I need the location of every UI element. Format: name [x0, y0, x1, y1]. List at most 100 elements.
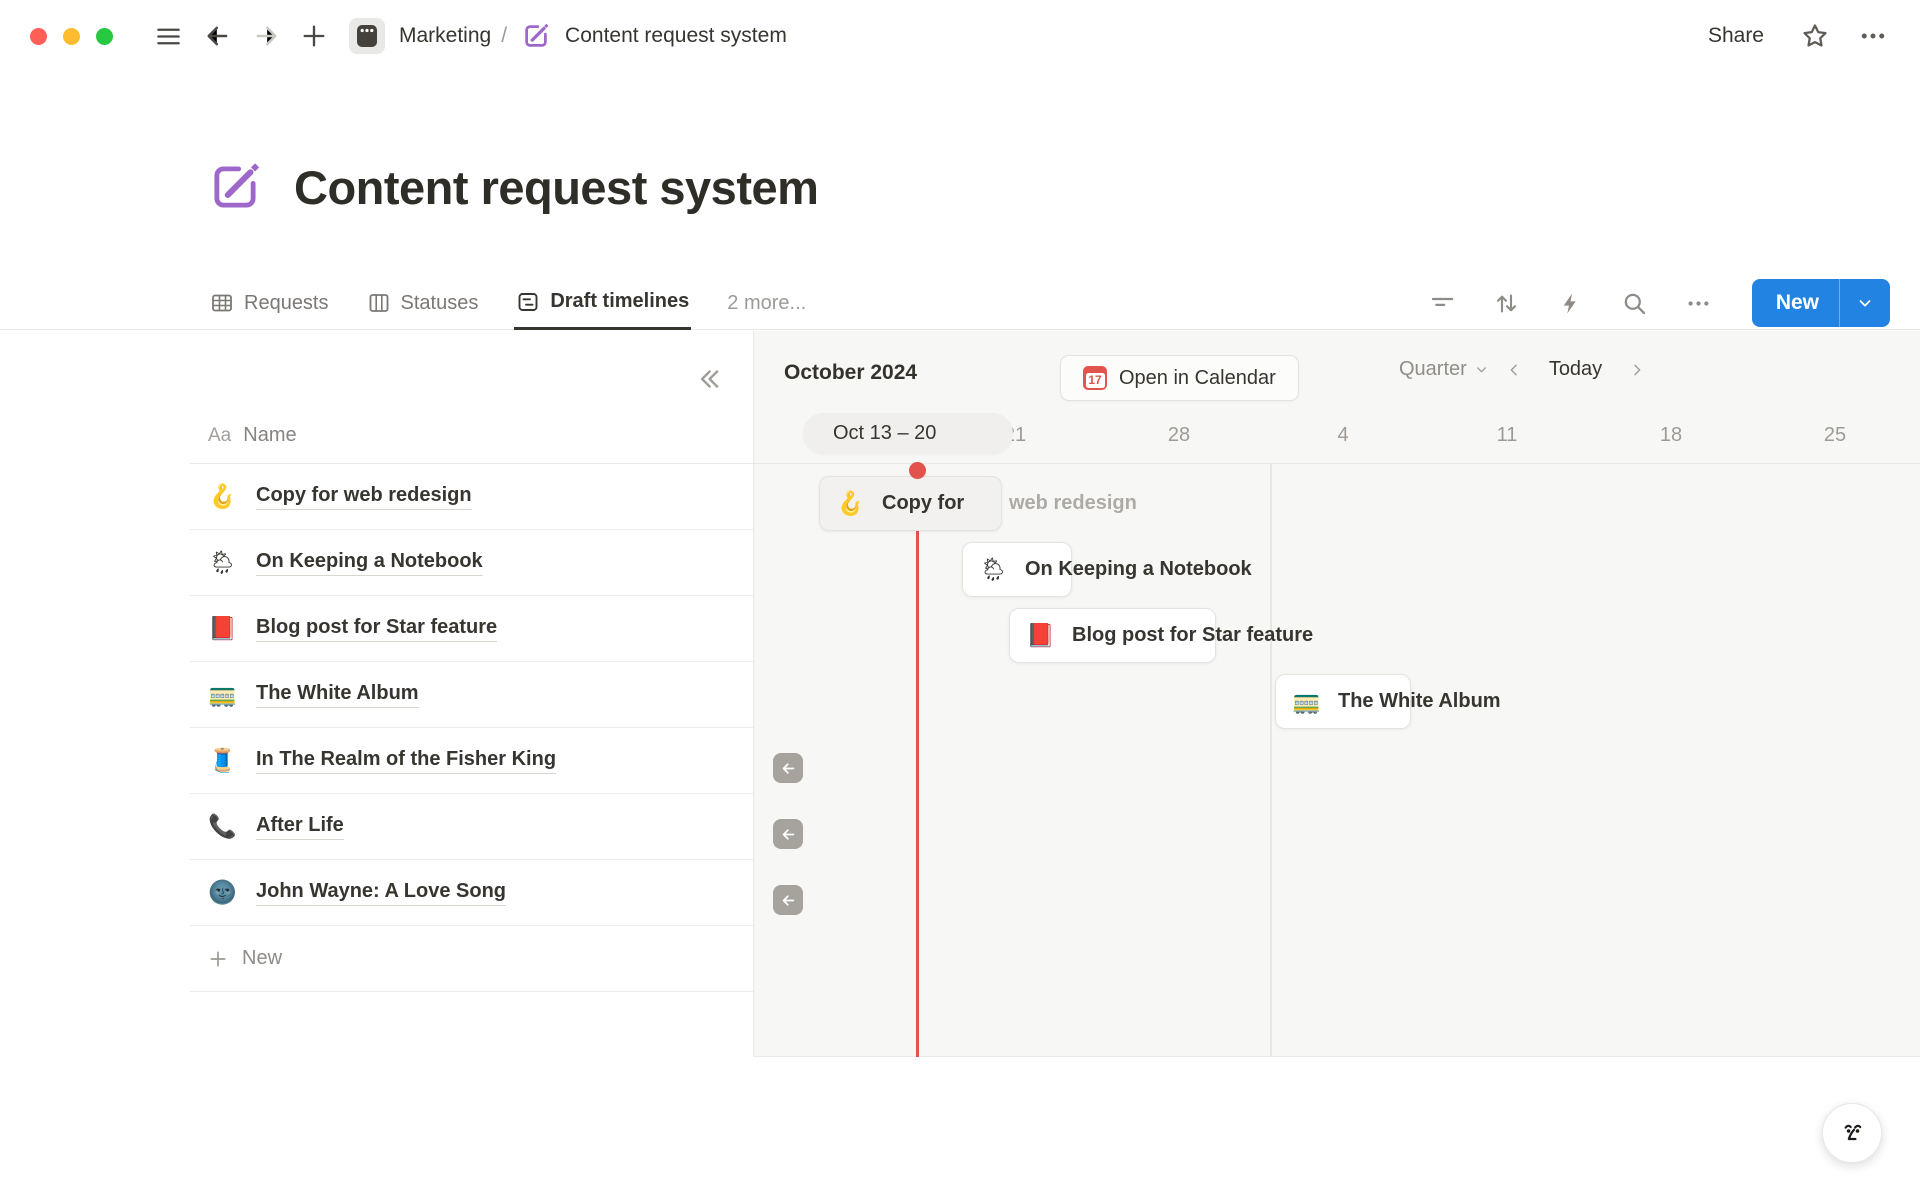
new-row-label: New: [242, 947, 283, 969]
share-button[interactable]: Share: [1707, 24, 1764, 47]
page-emoji: 🪝: [836, 490, 865, 516]
table-row[interactable]: 🌦 On Keeping a Notebook: [190, 530, 753, 596]
page-link[interactable]: The White Album: [256, 682, 419, 708]
zoom-level-label: Quarter: [1399, 358, 1467, 380]
table-header: Aa Name: [208, 424, 297, 447]
tab-more-views[interactable]: 2 more...: [725, 276, 808, 330]
page-link[interactable]: Copy for web redesign: [256, 484, 472, 510]
page-emoji: 🚃: [208, 681, 237, 707]
zoom-window-button[interactable]: [96, 27, 113, 45]
new-button[interactable]: New: [1775, 291, 1819, 314]
new-button-dropdown[interactable]: [1840, 294, 1890, 312]
page-link[interactable]: On Keeping a Notebook: [256, 550, 483, 576]
tab-label: Requests: [244, 291, 329, 314]
open-in-calendar-button[interactable]: 17 Open in Calendar: [1060, 355, 1299, 401]
table-row[interactable]: 🧵 In The Realm of the Fisher King: [190, 728, 753, 794]
page-emoji: 🧵: [208, 747, 237, 773]
filter-icon[interactable]: [1428, 288, 1458, 318]
add-new-row-button[interactable]: New: [190, 926, 753, 992]
page-link[interactable]: In The Realm of the Fisher King: [256, 748, 557, 774]
page-title[interactable]: Content request system: [294, 160, 819, 214]
breadcrumb-separator: /: [501, 24, 508, 47]
tabs-divider: [0, 328, 1920, 330]
notion-ai-button[interactable]: [1822, 1103, 1882, 1163]
previous-period-icon[interactable]: [1497, 362, 1531, 378]
today-button[interactable]: Today: [1548, 358, 1603, 380]
page-emoji: 🚃: [1292, 688, 1321, 714]
table-row[interactable]: 📕 Blog post for Star feature: [190, 596, 753, 662]
page-emoji: 📞: [208, 813, 237, 839]
sidebar-menu-icon[interactable]: [151, 19, 185, 53]
page-emoji: 🌦: [208, 549, 238, 575]
timeline-month-header: October 2024: [784, 361, 918, 384]
collapse-panel-icon[interactable]: [694, 364, 724, 394]
page-compose-icon: [519, 19, 553, 53]
view-tabs: Requests Statuses Draft timelines 2 more…: [208, 276, 808, 330]
table-row[interactable]: 📞 After Life: [190, 794, 753, 860]
week-label: 4: [1337, 424, 1349, 446]
open-in-calendar-label: Open in Calendar: [1119, 366, 1276, 389]
view-options-ellipsis-icon[interactable]: [1684, 288, 1714, 318]
bar-label-overflow: web redesign: [1009, 492, 1137, 514]
next-period-icon[interactable]: [1620, 362, 1654, 378]
new-button-group: New: [1751, 279, 1890, 327]
tab-requests[interactable]: Requests: [208, 276, 331, 330]
page-emoji: 📕: [208, 615, 237, 641]
workspace-icon[interactable]: [349, 18, 385, 54]
tab-statuses[interactable]: Statuses: [365, 276, 481, 330]
favorite-star-icon[interactable]: [1798, 19, 1832, 53]
table-row[interactable]: 🚃 The White Album: [190, 662, 753, 728]
tab-label: 2 more...: [727, 291, 807, 314]
calendar-icon-day: 17: [1085, 373, 1105, 388]
calendar-icon: 17: [1083, 366, 1107, 390]
jump-to-bar-left-arrow[interactable]: [773, 819, 803, 849]
page-emoji: 🌦: [979, 556, 1009, 582]
bar-label: On Keeping a Notebook: [1025, 558, 1252, 580]
new-page-plus-icon[interactable]: [297, 19, 331, 53]
more-options-icon[interactable]: [1856, 19, 1890, 53]
table-row[interactable]: 🌚 John Wayne: A Love Song: [190, 860, 753, 926]
timeline-bar-on-keeping-a-notebook[interactable]: 🌦 On Keeping a Notebook: [962, 542, 1252, 597]
tab-draft-timelines[interactable]: Draft timelines: [514, 276, 692, 330]
today-marker-dot: [909, 462, 926, 479]
text-property-icon: Aa: [208, 424, 232, 446]
page-icon-compose[interactable]: [206, 158, 264, 216]
bar-label: Blog post for Star feature: [1072, 624, 1314, 646]
week-label: 18: [1659, 424, 1683, 446]
page-emoji: 🌚: [208, 879, 237, 905]
page-header: Content request system: [206, 158, 819, 216]
search-icon[interactable]: [1620, 288, 1650, 318]
back-arrow-icon[interactable]: [201, 19, 235, 53]
month-boundary-gridline: [1270, 463, 1272, 1057]
week-label: 25: [1823, 424, 1847, 446]
page-link[interactable]: Blog post for Star feature: [256, 616, 498, 642]
bar-label: Copy for: [882, 492, 965, 514]
timeline-bar-blog-post-for-star-feature[interactable]: 📕 Blog post for Star feature: [1009, 608, 1313, 663]
zoom-level-dropdown[interactable]: Quarter: [1399, 358, 1489, 381]
close-window-button[interactable]: [30, 27, 47, 45]
sort-icon[interactable]: [1492, 288, 1522, 318]
page-link[interactable]: After Life: [256, 814, 344, 840]
name-column-header[interactable]: Name: [243, 424, 297, 446]
timeline-bar-the-white-album[interactable]: 🚃 The White Album: [1275, 674, 1501, 729]
tab-label: Statuses: [400, 291, 479, 314]
breadcrumb-workspace[interactable]: Marketing: [399, 24, 492, 47]
forward-arrow-icon[interactable]: [249, 19, 283, 53]
automations-lightning-icon[interactable]: [1556, 288, 1586, 318]
view-toolbar: New: [1428, 276, 1890, 330]
table-row[interactable]: 🪝 Copy for web redesign: [190, 464, 753, 530]
page-emoji: 📕: [1026, 622, 1055, 648]
jump-to-bar-left-arrow[interactable]: [773, 885, 803, 915]
week-label: 11: [1496, 424, 1518, 446]
breadcrumb-page[interactable]: Content request system: [565, 24, 787, 47]
jump-to-bar-left-arrow[interactable]: [773, 753, 803, 783]
tab-label: Draft timelines: [550, 290, 690, 312]
timeline-navigation: Quarter Today: [1399, 358, 1654, 381]
bar-label: The White Album: [1338, 690, 1501, 712]
header-divider: [190, 463, 1920, 464]
page-link[interactable]: John Wayne: A Love Song: [256, 880, 507, 906]
timeline-bar-copy-for-web-redesign[interactable]: 🪝 Copy for: [819, 476, 1002, 531]
minimize-window-button[interactable]: [63, 27, 80, 45]
views-bar: Requests Statuses Draft timelines 2 more…: [0, 276, 1920, 330]
